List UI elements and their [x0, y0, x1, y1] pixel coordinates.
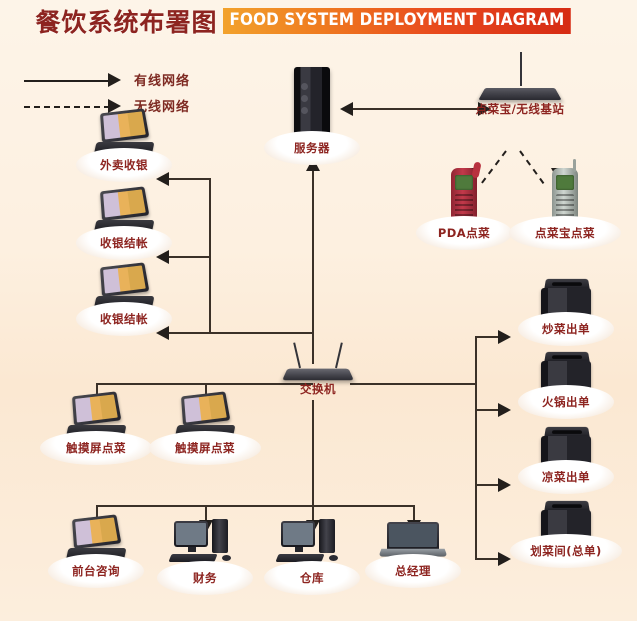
node-label-pos-takeout: 外卖收银 — [76, 148, 172, 182]
branch-touch-2 — [205, 383, 207, 400]
link-to-expedite-printer — [475, 558, 501, 560]
touchscreen-bus — [96, 383, 313, 385]
link-to-cold-printer — [475, 484, 501, 486]
node-label-printer-stirfry: 炒菜出单 — [518, 312, 614, 346]
branch-warehouse — [312, 505, 314, 522]
solid-line-sample — [24, 80, 110, 82]
node-label-handheld: 点菜宝点菜 — [509, 216, 621, 250]
node-label-printer-cold: 凉菜出单 — [518, 460, 614, 494]
node-label-warehouse: 仓库 — [264, 561, 360, 595]
page-title-english: FOOD SYSTEM DEPLOYMENT DIAGRAM — [223, 8, 572, 34]
link-server-to-base-station — [352, 108, 486, 110]
link-to-hotpot-printer — [475, 409, 501, 411]
wireless-link-base-to-pda — [481, 150, 507, 184]
node-label-touch-order-1: 触摸屏点菜 — [40, 431, 152, 465]
link-to-checkout-1 — [168, 256, 210, 258]
node-label-server: 服务器 — [264, 131, 360, 165]
wireless-access-point-icon — [478, 52, 562, 102]
arrow-head-icon — [108, 99, 121, 113]
page-title: 餐饮系统布署图 FOOD SYSTEM DEPLOYMENT DIAGRAM — [0, 4, 637, 38]
link-server-to-switch — [312, 168, 314, 364]
mobile-phone-red-icon — [451, 168, 477, 224]
link-switch-to-printer-bus — [350, 383, 476, 385]
arrow-head-icon — [340, 102, 353, 116]
node-label-pda: PDA点菜 — [416, 216, 512, 250]
arrow-head-icon — [498, 552, 511, 566]
node-label-base-station: 点菜宝/无线基站 — [475, 102, 565, 116]
arrow-head-icon — [478, 102, 491, 116]
branch-touch-1 — [96, 383, 98, 400]
link-to-checkout-2 — [168, 332, 313, 334]
node-label-general-manager: 总经理 — [365, 554, 461, 588]
dashed-line-sample — [24, 106, 110, 108]
printer-bus-spine — [475, 336, 477, 558]
desktop-pc-icon — [168, 519, 242, 569]
link-switch-to-bottom-bus — [312, 400, 314, 505]
node-label-pos-checkout-1: 收银结帐 — [76, 226, 172, 260]
branch-front-desk — [96, 505, 98, 522]
legend-item-wired: 有线网络 — [24, 68, 224, 94]
branch-finance — [205, 505, 207, 522]
arrow-head-icon — [498, 403, 511, 417]
legend-item-wireless: 无线网络 — [24, 94, 224, 120]
node-label-switch: 交换机 — [300, 382, 336, 396]
wireless-link-base-to-handheld — [519, 150, 545, 184]
arrow-head-icon — [108, 73, 121, 87]
desktop-pc-icon — [275, 519, 349, 569]
bottom-office-bus — [96, 505, 413, 507]
node-label-front-desk: 前台咨询 — [48, 554, 144, 588]
laptop-icon — [378, 522, 448, 562]
arrow-head-icon — [498, 330, 511, 344]
node-label-printer-expedite: 划菜间(总单) — [510, 534, 622, 568]
page-title-chinese: 餐饮系统布署图 — [35, 8, 218, 37]
legend-label-wireless: 无线网络 — [134, 100, 191, 115]
node-label-finance: 财务 — [157, 561, 253, 595]
server-tower-icon — [290, 67, 334, 139]
legend-label-wired: 有线网络 — [134, 74, 191, 89]
link-to-stirfry-printer — [475, 336, 501, 338]
branch-general-manager — [413, 505, 415, 522]
arrow-head-icon — [498, 478, 511, 492]
node-label-printer-hotpot: 火锅出单 — [518, 385, 614, 419]
node-label-touch-order-2: 触摸屏点菜 — [149, 431, 261, 465]
legend: 有线网络 无线网络 — [24, 68, 224, 120]
mobile-phone-silver-icon — [552, 159, 578, 224]
link-to-takeout-cashier — [168, 178, 210, 180]
node-label-pos-checkout-2: 收银结帐 — [76, 302, 172, 336]
left-pos-bus-spine — [209, 178, 211, 333]
